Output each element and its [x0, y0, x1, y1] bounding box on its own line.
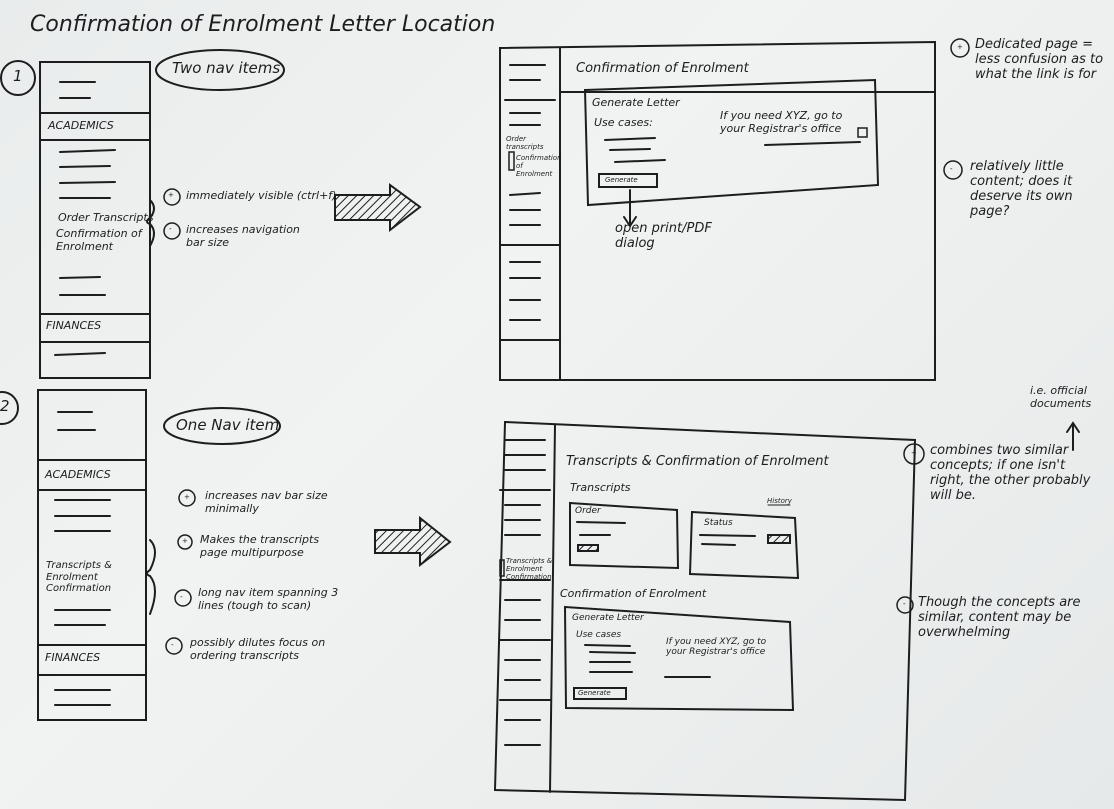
wireframe-1-sketch: [499, 40, 936, 381]
wireframe-2-sketch: [493, 420, 917, 802]
wf1-arrow-note: open print/PDF dialog: [615, 221, 712, 251]
option-2-pro-2: Makes the transcripts page multipurpose: [200, 533, 320, 559]
con-sign: -: [903, 600, 906, 608]
wf1-info: If you need XYZ, go to your Registrar's …: [720, 109, 843, 135]
wf1-nav-confirmation: Confirmation of Enrolment: [516, 154, 562, 179]
wf1-generate-button[interactable]: Generate: [605, 176, 638, 184]
sidebar-1-sketch: [39, 61, 151, 379]
wf2-generate-button[interactable]: Generate: [578, 689, 611, 697]
option-1-label: Two nav items: [172, 59, 281, 77]
wf2-order-card-title: Order: [575, 506, 601, 516]
wf1-card-title: Generate Letter: [592, 96, 680, 109]
sidebar-1-confirmation: Confirmation of Enrolment: [56, 227, 142, 253]
option-1-circle: [0, 60, 36, 96]
wf2-card-title: Generate Letter: [572, 613, 644, 623]
con-sign: -: [169, 225, 172, 233]
option-1-pro-note: Dedicated page = less confusion as to wh…: [975, 37, 1104, 82]
arrow-1-icon: [334, 183, 422, 233]
sidebar-2-sketch: [37, 389, 147, 721]
pro-sign: +: [182, 537, 188, 545]
pro-note: immediately visible (ctrl+f): [186, 189, 337, 202]
pro-sign: +: [911, 449, 917, 457]
wf2-nav-item: Transcripts & Enrolment Confirmation: [506, 557, 553, 582]
one-nav-item-ellipse: [163, 407, 281, 445]
arrow-2-icon: [374, 515, 452, 568]
wf2-page-title: Transcripts & Confirmation of Enrolment: [566, 454, 829, 469]
brace-2: [146, 539, 156, 615]
option-2-number: 2: [0, 397, 10, 415]
pro-sign: +: [168, 191, 174, 199]
con-note: increases navigation bar size: [186, 223, 300, 249]
con-sign: -: [950, 165, 953, 173]
wf2-info: If you need XYZ, go to your Registrar's …: [666, 637, 767, 658]
sidebar-1-finances: FINANCES: [46, 319, 102, 332]
pro-sign: +: [957, 43, 963, 51]
wf2-transcripts-heading: Transcripts: [570, 481, 631, 494]
option-2-side-note: i.e. official documents: [1030, 384, 1092, 410]
sidebar-2-academics: ACADEMICS: [45, 468, 111, 481]
option-2-con-note: Though the concepts are similar, content…: [918, 595, 1081, 640]
pro-sign: +: [184, 493, 190, 501]
wf1-page-title: Confirmation of Enrolment: [576, 61, 749, 76]
wf2-confirmation-heading: Confirmation of Enrolment: [560, 587, 707, 600]
wf2-status-card-title: Status: [704, 518, 733, 528]
wf1-nav-order: Order transcripts: [506, 135, 544, 152]
brace-1: [146, 199, 155, 247]
sidebar-1-order-transcripts: Order Transcripts: [58, 211, 154, 224]
external-link-icon: [857, 127, 868, 138]
option-2-pro-note: combines two similar concepts; if one is…: [930, 443, 1091, 503]
wf1-use-cases: Use cases:: [594, 116, 653, 129]
con-sign: -: [180, 593, 183, 601]
sidebar-1-academics: ACADEMICS: [48, 119, 114, 132]
option-2-label: One Nav item: [176, 416, 280, 434]
option-2-pro-1: increases nav bar size minimally: [205, 489, 328, 515]
wf2-use-cases: Use cases: [576, 630, 622, 640]
option-2-con-2: possibly dilutes focus on ordering trans…: [190, 636, 326, 662]
two-nav-items-ellipse: [155, 49, 285, 91]
con-sign: -: [171, 641, 174, 649]
wf2-history-link[interactable]: History: [767, 497, 792, 505]
option-2-con-1: long nav item spanning 3 lines (tough to…: [198, 586, 339, 612]
board-title: Confirmation of Enrolment Letter Locatio…: [30, 12, 496, 37]
option-1-con-note: relatively little content; does it deser…: [970, 159, 1073, 219]
sidebar-2-finances: FINANCES: [45, 651, 101, 664]
sidebar-2-transcripts-item: Transcripts & Enrolment Confirmation: [46, 560, 112, 594]
option-2-circle: [0, 391, 19, 425]
option-1-number: 1: [13, 67, 23, 85]
